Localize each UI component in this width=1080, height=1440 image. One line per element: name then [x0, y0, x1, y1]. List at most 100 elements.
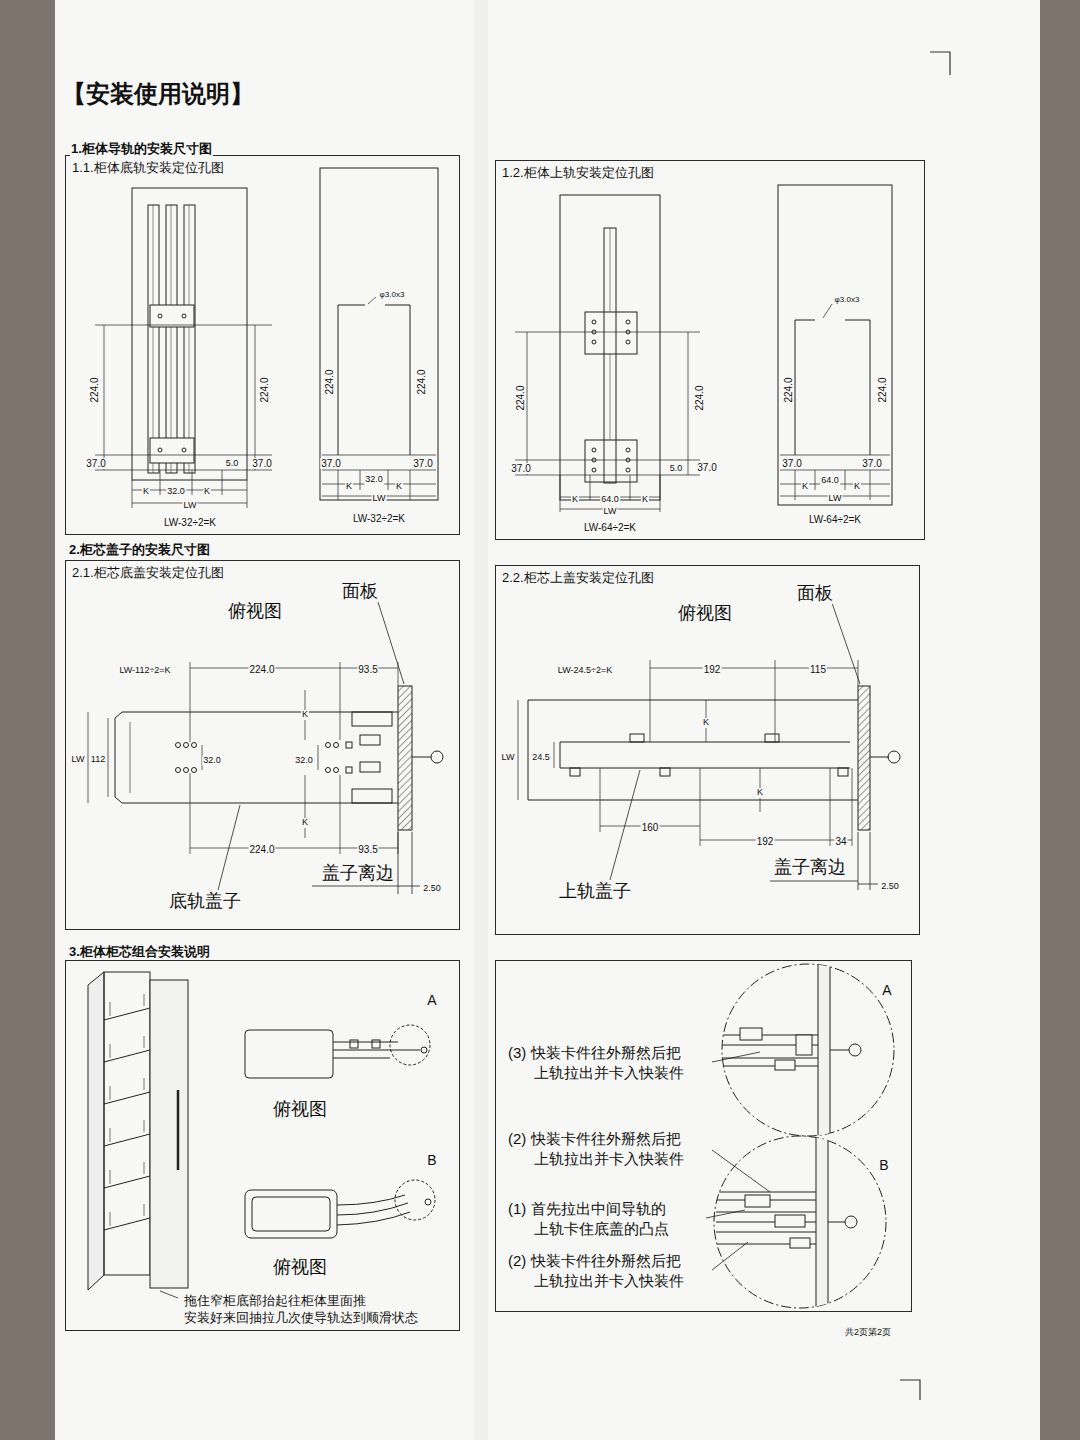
- bottom-cover-drawing: [334, 743, 339, 748]
- bottom-rail-drawing: [153, 205, 189, 473]
- top-view-sketch: [245, 1025, 435, 1238]
- dimension-label: 64.0: [600, 495, 620, 505]
- top-cover-drawing: [838, 768, 848, 776]
- bottom-cover-drawing: [184, 743, 189, 748]
- label-slot: 盖子离边: [321, 864, 395, 884]
- text-slot: 拖住窄柜底部抬起往柜体里面推 安装好来回抽拉几次使导轨达到顺滑状态: [184, 1293, 454, 1327]
- dimension-label: φ3.0x3: [379, 291, 406, 300]
- panel-box: (3) 快装卡件往外掰然后把 上轨拉出并卡入快装件(2) 快装卡件往外掰然后把 …: [495, 960, 912, 1312]
- dimension-label: LW: [372, 494, 387, 504]
- top-rail-drawing: [592, 468, 596, 472]
- detail-circle: [722, 1035, 818, 1066]
- label-slot: 37.0: [861, 453, 882, 471]
- dimension-label: LW: [828, 494, 843, 504]
- dimension-label: 224.0: [89, 376, 100, 403]
- instruction-note: (2) 快装卡件往外掰然后把 上轨拉出并卡入快装件: [508, 1129, 749, 1170]
- label-slot: 115: [809, 659, 827, 677]
- detail-circle: [818, 960, 830, 1140]
- detail-circle: [790, 1238, 810, 1248]
- bottom-cover-drawing: [352, 712, 392, 726]
- top-view-sketch: [425, 1199, 431, 1205]
- label-slot: K: [702, 711, 710, 729]
- label-slot: K: [853, 475, 861, 493]
- top-view-sketch: [350, 1040, 358, 1048]
- bottom-cover-drawing: [190, 773, 398, 854]
- dimension-label: 37.0: [781, 458, 802, 469]
- dimension-label: LW-32÷2=K: [163, 517, 217, 528]
- cabinet-illustration: [104, 972, 150, 1275]
- dimension-label: 37.0: [85, 458, 106, 469]
- label-slot: 面板: [341, 582, 379, 602]
- detail-circle: [722, 964, 894, 1136]
- label-slot: 160: [641, 817, 660, 835]
- hole-layout-drawing: [778, 185, 892, 505]
- bottom-cover-drawing: [176, 768, 181, 773]
- label-slot: 俯视图: [272, 1258, 328, 1278]
- bottom-rail-drawing: [95, 188, 272, 508]
- bottom-cover-drawing: [130, 722, 131, 793]
- bottom-cover-drawing: [412, 757, 431, 758]
- dimension-label: 34: [834, 836, 847, 847]
- panel-heading: 1.1.柜体底轨安装定位孔图: [72, 160, 224, 176]
- text-slot: 2.2.柜芯上盖安装定位孔图: [502, 570, 654, 586]
- label-slot: 224.0: [84, 376, 102, 403]
- dimension-label: 32.0: [364, 475, 384, 485]
- section-label: 俯视图: [272, 1258, 328, 1278]
- dimension-label: 224.0: [248, 664, 275, 675]
- bottom-rail-drawing: [95, 325, 272, 470]
- bottom-cover-drawing: [431, 751, 443, 763]
- title-slot: 【安装使用说明】: [62, 80, 254, 109]
- label-slot: 224.0: [254, 376, 272, 403]
- instruction-note: (2) 快装卡件往外掰然后把 上轨拉出并卡入快装件: [508, 1251, 749, 1292]
- top-rail-drawing: [626, 448, 630, 452]
- bottom-cover-drawing: [360, 735, 380, 745]
- dimension-label: 2.50: [422, 884, 442, 894]
- bottom-cover-drawing: [346, 767, 352, 773]
- top-view-sketch: [395, 1180, 435, 1220]
- label-slot: 1.柜体导轨的安装尺寸图: [70, 139, 213, 157]
- label-slot: 5.0: [669, 457, 684, 475]
- top-rail-drawing: [626, 340, 630, 344]
- dimension-label: 224.0: [248, 844, 275, 855]
- dimension-label: 224.0: [324, 368, 335, 395]
- dimension-label: 93.5: [357, 664, 378, 675]
- cabinet-illustration: [110, 994, 144, 1226]
- instruction-note: 拖住窄柜底部抬起往柜体里面推 安装好来回抽拉几次使导轨达到顺滑状态: [184, 1293, 454, 1327]
- label-slot: K: [301, 811, 309, 829]
- top-rail-drawing: [592, 448, 596, 452]
- top-view-sketch: [252, 1197, 330, 1231]
- dimension-label: LW: [603, 507, 618, 517]
- detail-circle: [716, 1130, 828, 1320]
- dimension-label: K: [756, 788, 764, 798]
- bottom-cover-drawing: [352, 789, 392, 803]
- hole-layout-drawing: [368, 297, 376, 304]
- label-slot: 共2页第2页: [844, 1321, 892, 1339]
- top-cover-drawing: [518, 700, 760, 812]
- section-label: 俯视图: [272, 1100, 328, 1120]
- top-cover-drawing: [600, 768, 852, 846]
- label-slot: K: [142, 480, 150, 498]
- label-slot: 37.0: [85, 453, 106, 471]
- detail-circle: [775, 1215, 805, 1227]
- label-slot: 32.0: [294, 749, 314, 767]
- dimension-label: LW-64÷2=K: [583, 522, 637, 533]
- label-slot: φ3.0x3: [379, 283, 406, 301]
- bottom-cover-drawing: [326, 743, 331, 748]
- label-slot: K: [203, 480, 211, 498]
- label-slot: 112: [90, 748, 106, 766]
- bottom-cover-drawing: [115, 712, 398, 803]
- label-slot: 俯视图: [272, 1100, 328, 1120]
- section-label: 上轨盖子: [558, 882, 632, 902]
- top-rail-drawing: [592, 340, 596, 344]
- dimension-label: LW-112÷2=K: [118, 666, 171, 676]
- label-slot: 224.0: [689, 384, 707, 411]
- label-slot: LW-24.5÷2=K: [557, 659, 613, 677]
- label-slot: 224.0: [248, 659, 275, 677]
- detail-circle: [796, 1035, 812, 1055]
- dimension-label: 5.0: [669, 464, 684, 474]
- top-view-sketch: [390, 1025, 430, 1065]
- bottom-rail-drawing: [132, 188, 247, 480]
- label-slot: LW: [501, 746, 516, 764]
- top-rail-drawing: [626, 468, 630, 472]
- label-slot: LW: [71, 748, 86, 766]
